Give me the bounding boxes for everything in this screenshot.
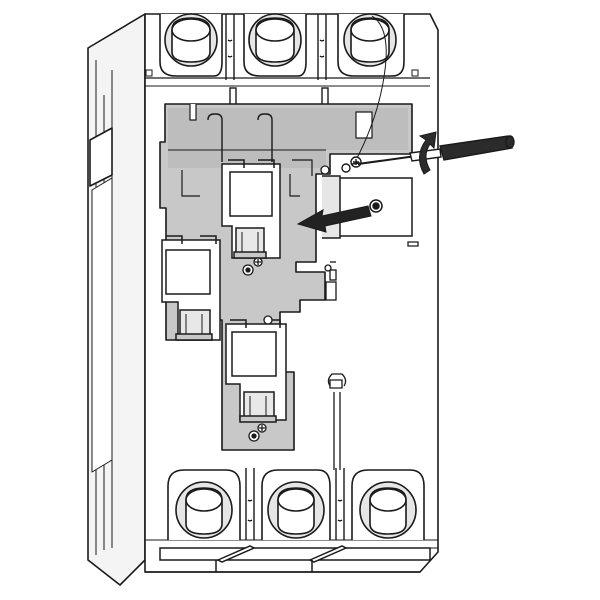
right-slots (325, 241, 419, 470)
screwdriver-icon (351, 135, 515, 165)
terminal-bottom-3 (351, 469, 425, 540)
accessory-module-upper (221, 159, 281, 259)
terminal-top-2 (243, 13, 307, 77)
top-pole-separators (225, 14, 327, 80)
accessory-module-left (161, 235, 221, 341)
bottom-terminals (167, 469, 425, 540)
plate-screws (242, 165, 332, 442)
bottom-pole-separators (245, 468, 345, 540)
terminal-top-3 (337, 13, 405, 77)
rotate-arrow-icon (418, 131, 437, 175)
breaker-base (145, 545, 431, 573)
terminal-bottom-1 (167, 469, 241, 540)
arrow-left-icon (296, 205, 372, 233)
terminal-bottom-2 (261, 469, 331, 540)
terminal-top-1 (159, 13, 223, 77)
top-terminals (145, 13, 419, 77)
accessory-module-lower (225, 319, 287, 423)
